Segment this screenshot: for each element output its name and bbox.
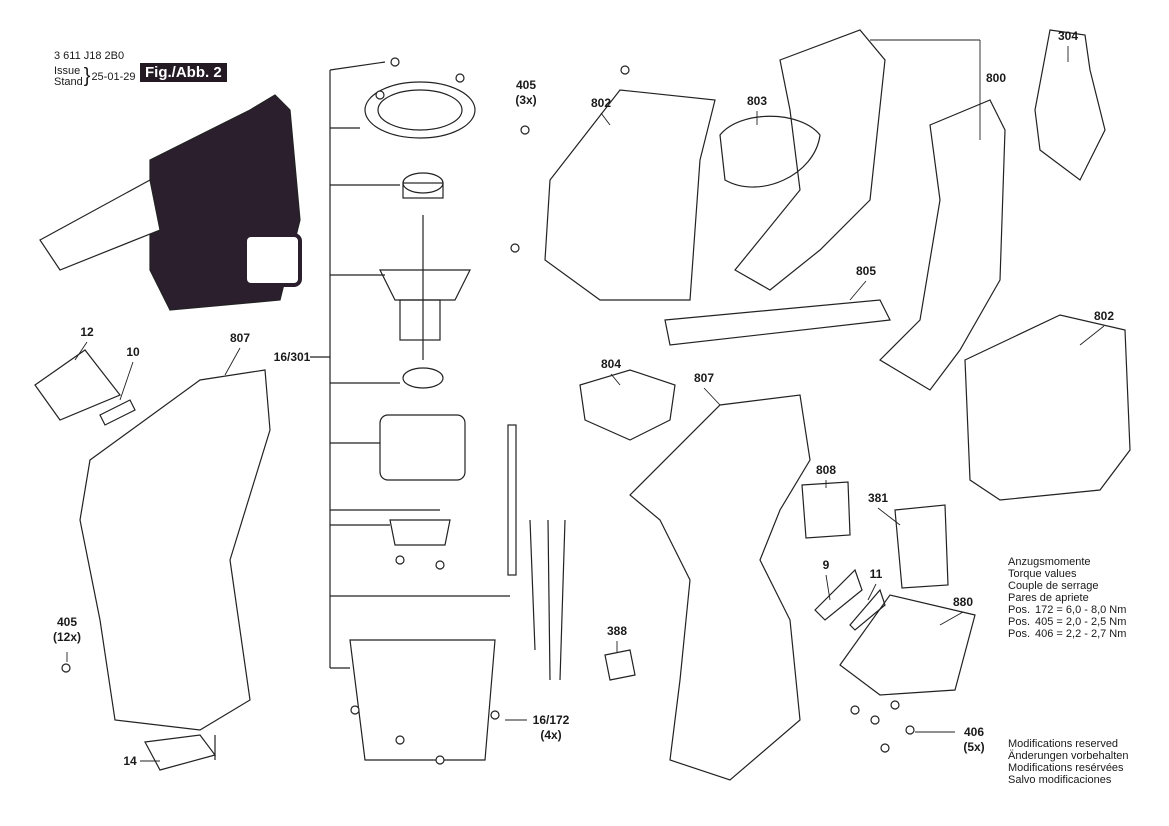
label-804: 804: [600, 357, 622, 371]
label-805: 805: [855, 264, 877, 278]
stand-label: Stand: [54, 75, 83, 88]
torque-row: Pos. 406 = 2,2 - 2,7 Nm: [1008, 628, 1126, 640]
label-405-12x: 405(12x): [53, 615, 81, 645]
label-qty: (12x): [52, 630, 82, 644]
label-807: 807: [229, 331, 251, 345]
label-text: 16/172: [532, 713, 570, 727]
issue-date: 25-01-29: [91, 70, 136, 83]
label-14: 14: [123, 754, 137, 768]
torque-value: 172 = 6,0 - 8,0 Nm: [1035, 604, 1127, 616]
figure-number: Fig./Abb. 2: [140, 63, 227, 82]
label-388: 388: [606, 624, 628, 638]
label-304: 304: [1057, 29, 1079, 43]
leader-lines: [66, 39, 1105, 762]
torque-values: Anzugsmomente Torque values Couple de se…: [1008, 556, 1126, 640]
label-800: 800: [985, 71, 1007, 85]
torque-heading-de: Anzugsmomente: [1008, 556, 1091, 568]
torque-heading-fr: Couple de serrage: [1008, 580, 1099, 592]
label-text: 405: [56, 615, 78, 629]
notice-en: Modifications reserved: [1008, 738, 1119, 750]
modifications-notice: Modifications reserved Änderungen vorbeh…: [1008, 738, 1128, 786]
torque-value: 405 = 2,0 - 2,5 Nm: [1035, 616, 1127, 628]
pos-label: Pos.: [1008, 604, 1031, 616]
label-qty: (4x): [540, 728, 562, 742]
pos-label: Pos.: [1008, 616, 1031, 628]
torque-row: Pos. 172 = 6,0 - 8,0 Nm: [1008, 604, 1126, 616]
pos-label: Pos.: [1008, 628, 1031, 640]
label-405-3x: 405(3x): [515, 78, 536, 108]
label-406-5x: 406(5x): [963, 725, 984, 755]
notice-es: Salvo modificaciones: [1008, 774, 1112, 786]
notice-de: Änderungen vorbehalten: [1008, 750, 1129, 762]
label-880: 880: [952, 595, 974, 609]
label-text: 405: [515, 78, 537, 92]
screws: [61, 57, 915, 765]
issue-label: Issue: [54, 64, 81, 77]
assembled-hammer-drill: [39, 94, 302, 311]
torque-heading-es: Pares de apriete: [1008, 592, 1089, 604]
motor-parts: [349, 81, 566, 761]
label-12: 12: [80, 325, 94, 339]
housing-shell-807-left: [34, 349, 271, 771]
torque-row: Pos. 405 = 2,0 - 2,5 Nm: [1008, 616, 1126, 628]
brace: }: [83, 65, 91, 87]
torque-heading-en: Torque values: [1008, 568, 1077, 580]
label-16-172-4x: 16/172(4x): [533, 713, 570, 743]
label-807-middle: 807: [693, 371, 715, 385]
label-9: 9: [822, 558, 830, 572]
notice-fr: Modifications resérvées: [1008, 762, 1124, 774]
label-803: 803: [746, 94, 768, 108]
label-16-301: 16/301: [273, 350, 311, 364]
label-qty: (5x): [963, 740, 985, 754]
label-381: 381: [867, 491, 889, 505]
torque-value: 406 = 2,2 - 2,7 Nm: [1035, 628, 1127, 640]
bracket-16-301: [310, 61, 510, 669]
part-number: 3 611 J18 2B0: [54, 50, 125, 62]
document-header: 3 611 J18 2B0 Issue Stand } 25-01-29: [54, 50, 135, 88]
handle-and-housing-parts: [544, 29, 1131, 781]
label-11: 11: [869, 567, 883, 581]
label-10: 10: [126, 345, 140, 359]
label-802-right: 802: [1093, 309, 1115, 323]
label-808: 808: [815, 463, 837, 477]
label-802: 802: [590, 96, 612, 110]
label-text: 406: [963, 725, 985, 739]
label-qty: (3x): [515, 93, 537, 107]
